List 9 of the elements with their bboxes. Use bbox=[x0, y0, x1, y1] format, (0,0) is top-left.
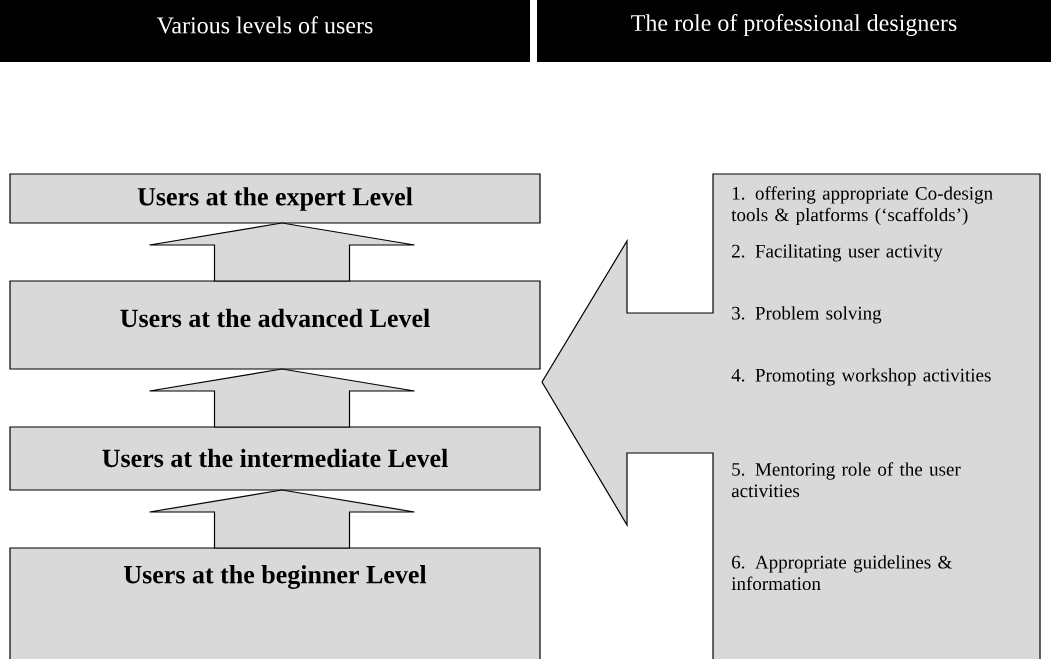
block-arrow bbox=[148, 368, 416, 428]
header-bar: The role of professional designers bbox=[537, 0, 1051, 62]
level-box: Users at the advanced Level bbox=[9, 280, 541, 370]
block-arrow bbox=[148, 489, 416, 549]
level-box: Users at the intermediate Level bbox=[9, 426, 541, 491]
block-arrow bbox=[148, 222, 416, 282]
level-box: Users at the beginner Level bbox=[9, 547, 541, 659]
level-box: Users at the expert Level bbox=[9, 173, 541, 224]
header-bar: Various levels of users bbox=[0, 0, 530, 62]
